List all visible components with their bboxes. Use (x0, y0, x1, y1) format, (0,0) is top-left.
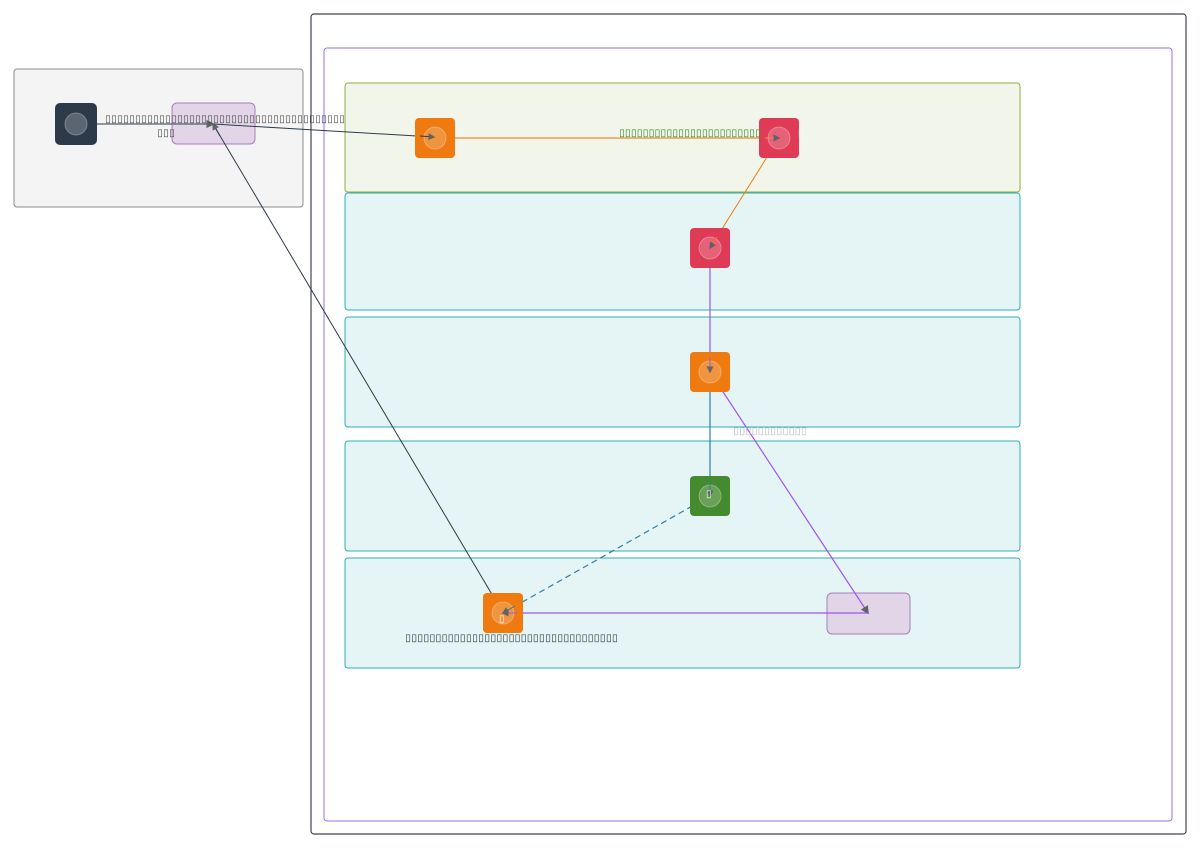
orange-service-node-3-caption: ▯▯▯▯▯▯▯▯▯▯▯▯▯▯▯▯▯▯▯▯▯▯▯▯▯▯▯▯▯▯▯▯▯▯▯ (405, 633, 618, 644)
orange-service-node-1[interactable] (415, 118, 455, 158)
red-service-node-1-label: ▯ (798, 128, 804, 139)
green-service-node-label: ▯ (706, 489, 712, 500)
edge-label-user-to-ext-box: ▯▯▯▯▯▯▯▯▯▯▯▯▯▯▯▯▯▯▯▯▯▯▯▯▯▯▯▯▯▯▯▯▯▯▯▯▯▯▯▯ (105, 114, 345, 125)
edge-label-user-to-ext-box-line2: ▯▯▯ (157, 128, 175, 139)
edge-ext-box-to-orange-1 (212, 123, 436, 141)
group-tier-4 (344, 440, 1021, 552)
group-tier-2 (344, 192, 1021, 311)
edge-label-orange-1-to-red-1: ▯▯▯▯▯▯▯▯▯▯▯▯▯▯▯▯▯▯▯▯▯▯▯▯ (619, 128, 761, 139)
user-icon (55, 103, 97, 145)
edge-orange-3-to-ext-box (212, 122, 504, 614)
edge-label-orange-2-to-green-1: ▯▯▯▯▯▯▯▯▯▯▯▯ (733, 426, 807, 437)
orange-service-node-1-label: ▯ (455, 128, 461, 139)
orange-service-node-3-label: ▯ (499, 614, 505, 625)
user-node[interactable] (55, 103, 97, 145)
edge-orange-2-to-inner-box (709, 371, 869, 615)
group-tier-3 (344, 316, 1021, 428)
